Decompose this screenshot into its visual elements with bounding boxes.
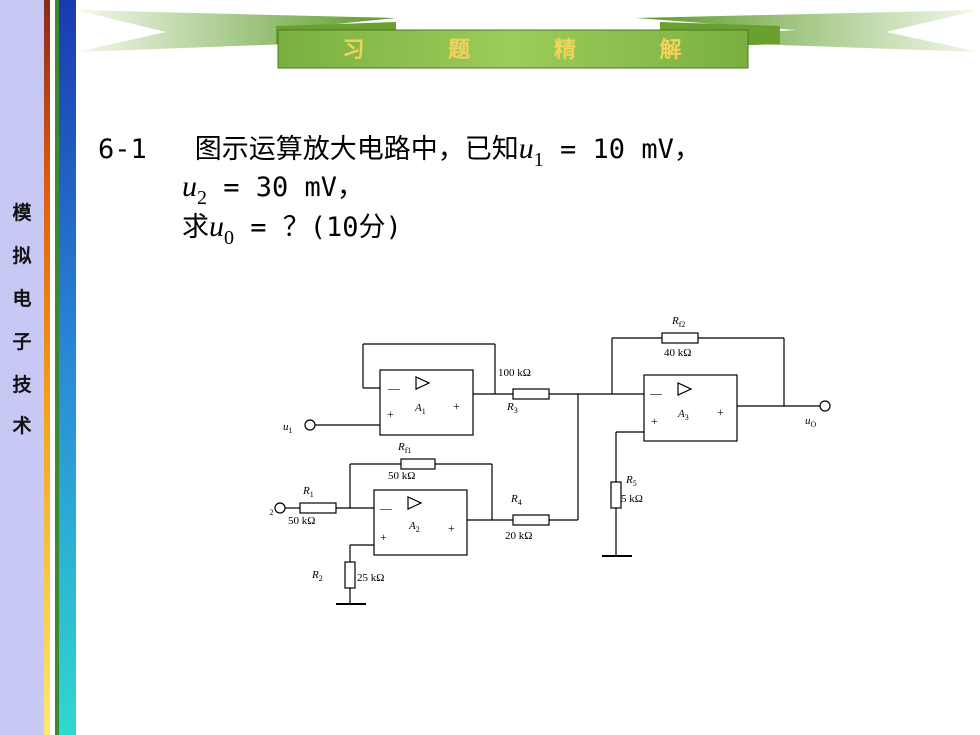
- left-sidebar: 模 拟 电 子 技 术: [0, 0, 44, 735]
- resistor-r1: [299, 502, 337, 514]
- uo-subscript: 0: [224, 227, 234, 249]
- opamp-a3-box: [643, 374, 738, 442]
- opamp-a2-plus-out: +: [448, 521, 455, 535]
- resistor-r3: [512, 388, 550, 400]
- problem-line-1: 6-1 图示运算放大电路中，已知u1 = 10 mV，: [98, 130, 701, 171]
- u1-input-label: u1: [283, 421, 293, 435]
- opamp-a1-plus-out: +: [453, 399, 460, 413]
- r4-label: R4: [510, 493, 522, 507]
- sidebar-char: 子: [12, 331, 32, 353]
- resistor-rf1: [400, 458, 436, 470]
- uo-variable: u: [209, 210, 224, 243]
- opamp-a3-triangle: [677, 382, 693, 396]
- u1-variable: u: [518, 132, 534, 165]
- opamp-a2-box: [373, 489, 468, 556]
- rf1-label: Rf1: [397, 441, 411, 455]
- u2-variable: u: [182, 170, 197, 203]
- sidebar-char: 术: [12, 415, 32, 437]
- ask-suffix: = ？(10分): [234, 212, 402, 243]
- opamp-a3-label: A3: [677, 408, 689, 422]
- resistor-r5: [610, 481, 622, 509]
- u2-input-label: u2: [270, 503, 274, 517]
- r3-value: 100 kΩ: [498, 367, 531, 379]
- r2-label: R2: [311, 569, 323, 583]
- terminal-u1: [304, 419, 316, 431]
- sidebar-char: 模: [12, 202, 32, 224]
- u2-value: = 30 mV，: [207, 172, 365, 203]
- problem-number: 6-1: [98, 134, 147, 165]
- r3-label: R3: [506, 401, 518, 415]
- r4-value: 20 kΩ: [505, 530, 532, 542]
- r2-value: 25 kΩ: [357, 572, 384, 584]
- opamp-a2-triangle: [407, 496, 423, 510]
- r1-label: R1: [302, 485, 314, 499]
- ask-prefix: 求: [182, 212, 209, 243]
- u1-subscript: 1: [533, 149, 544, 171]
- u2-subscript: 2: [197, 187, 207, 209]
- header-banner: [76, 10, 980, 69]
- rf2-value: 40 kΩ: [664, 347, 691, 359]
- opamp-a1-minus: —: [387, 381, 401, 395]
- r1-value: 50 kΩ: [288, 515, 315, 527]
- resistor-r4: [512, 514, 550, 526]
- sidebar-char: 技: [12, 374, 32, 396]
- circuit-diagram: — + + A1 100 kΩ R3 u1 Rf1 50 kΩ R1 50 kΩ…: [270, 315, 831, 605]
- r5-value: 5 kΩ: [621, 493, 643, 505]
- opamp-a3-minus: —: [649, 386, 663, 400]
- opamp-a3-plus-in: +: [651, 414, 658, 428]
- r5-label: R5: [625, 474, 637, 488]
- problem-line-3: 求u0 = ？(10分): [182, 208, 402, 249]
- terminal-u2: [274, 502, 286, 514]
- opamp-a1-plus-in: +: [387, 407, 394, 421]
- opamp-a3-plus-out: +: [717, 405, 724, 419]
- opamp-a1-box: [379, 369, 474, 436]
- terminal-uo: [819, 400, 831, 412]
- header-title: 习 题 精 解: [342, 37, 720, 63]
- opamp-a1-label: A1: [414, 402, 426, 416]
- problem-line-2: u2 = 30 mV，: [182, 168, 364, 209]
- resistor-r2: [344, 561, 356, 589]
- uo-output-label: uO: [805, 415, 817, 429]
- opamp-a2-label: A2: [408, 520, 420, 534]
- resistor-rf2: [661, 332, 699, 344]
- rf2-label: Rf2: [671, 315, 685, 329]
- u1-value: = 10 mV，: [543, 134, 701, 165]
- decorative-stripes: [44, 0, 76, 735]
- opamp-a2-minus: —: [379, 501, 393, 515]
- rf1-value: 50 kΩ: [388, 470, 415, 482]
- opamp-a1-triangle: [415, 376, 431, 390]
- problem-stem: 图示运算放大电路中，已知: [194, 134, 519, 165]
- opamp-a2-plus-in: +: [380, 530, 387, 544]
- sidebar-char: 电: [12, 288, 32, 310]
- sidebar-char: 拟: [12, 245, 32, 267]
